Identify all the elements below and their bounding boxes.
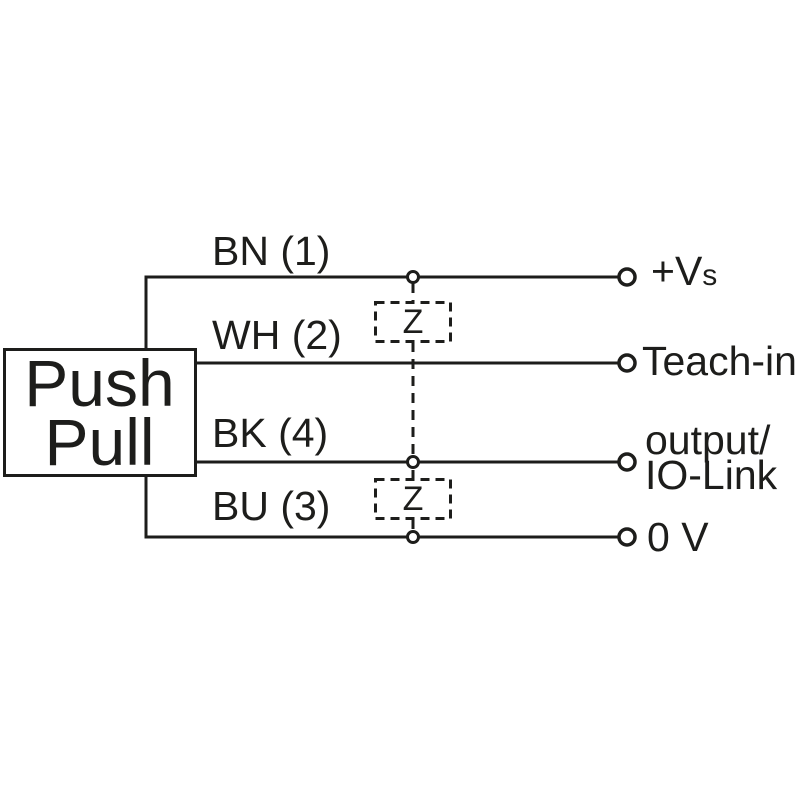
wire-bn xyxy=(144,275,618,349)
wire-bu xyxy=(144,476,618,539)
wire-label-bn: BN (1) xyxy=(212,228,331,274)
terminal-circle-output xyxy=(617,452,637,472)
wire-label-bk: BK (4) xyxy=(212,410,329,456)
node-bn xyxy=(406,270,420,284)
zener-label-2: Z xyxy=(402,479,424,518)
terminal-label-output-line2: IO-Link xyxy=(645,452,778,498)
terminal-circle-0v xyxy=(617,527,637,547)
device-label-line2: Pull xyxy=(44,404,155,479)
wire-label-wh: WH (2) xyxy=(212,312,342,358)
terminal-label-0v: 0 V xyxy=(647,514,709,560)
device-box xyxy=(3,348,197,477)
node-bk xyxy=(406,455,420,469)
terminal-label-output-line1: output/ xyxy=(645,417,771,463)
zener-label-1: Z xyxy=(402,302,424,341)
zener-box-1 xyxy=(374,301,452,343)
wire-label-bu: BU (3) xyxy=(212,483,331,529)
terminal-circle-vs xyxy=(617,267,637,287)
terminal-label-vs-main: +V xyxy=(651,248,703,294)
node-bu xyxy=(406,530,420,544)
zener-box-2 xyxy=(374,478,452,520)
terminal-label-vs-sub: s xyxy=(702,259,718,292)
terminal-circle-teach-in xyxy=(617,353,637,373)
terminal-label-vs: +Vs xyxy=(651,251,717,292)
terminal-label-output: output/ IO-Link xyxy=(645,417,778,498)
terminal-label-teach-in: Teach-in xyxy=(642,338,797,384)
device-label-line1: Push xyxy=(24,345,175,420)
device-label: Push Pull xyxy=(3,348,196,477)
